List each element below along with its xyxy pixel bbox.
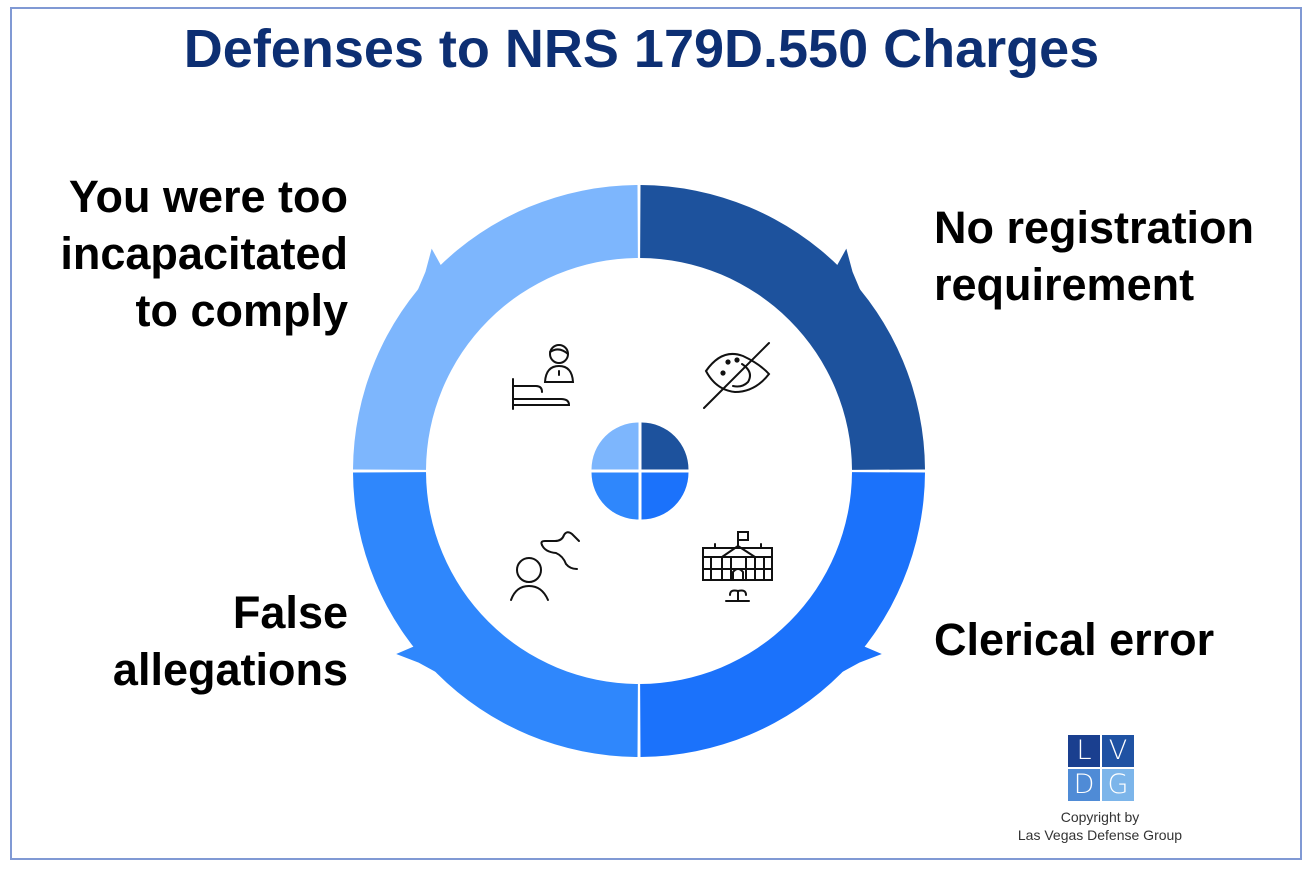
patient-bed-icon xyxy=(512,344,575,410)
defense-ring xyxy=(353,185,925,757)
label-line: You were too xyxy=(68,171,348,222)
label-line: requirement xyxy=(934,259,1195,310)
label-line: No registration xyxy=(934,202,1255,253)
arrow-barb-icon xyxy=(415,248,442,297)
defense-label-incapacitated: You were too incapacitated to comply xyxy=(60,168,348,339)
page-title: Defenses to NRS 179D.550 Charges xyxy=(183,19,1100,79)
copyright-line: Copyright by xyxy=(1060,809,1140,825)
hub-slice-bottom-right xyxy=(641,472,689,520)
logo-cell-d: D xyxy=(1068,769,1100,801)
label-line: allegations xyxy=(112,644,348,695)
person-speech-icon xyxy=(510,531,580,601)
logo-cell-v: V xyxy=(1102,735,1134,767)
hub-slice-top-right xyxy=(641,422,689,470)
defense-label-false-allegations: False allegations xyxy=(113,584,348,698)
slide-frame xyxy=(10,7,1302,860)
hub-slice-top-left xyxy=(591,422,639,470)
center-hub xyxy=(591,422,689,520)
eye-slash-icon xyxy=(703,342,771,409)
arrow-barb-icon xyxy=(396,645,442,676)
ring-segment-bottom-left xyxy=(353,472,638,757)
defense-label-no-registration: No registration requirement xyxy=(934,199,1254,313)
arrow-barb-icon xyxy=(836,645,882,676)
arrow-barb-icon xyxy=(836,248,863,297)
ring-segment-bottom-right xyxy=(640,472,925,757)
logo-cell-l: L xyxy=(1068,735,1100,767)
hub-slice-bottom-left xyxy=(591,472,639,520)
ring-segment-top-left xyxy=(353,185,638,470)
lvdg-logo: L V D G xyxy=(1068,735,1135,802)
defense-label-clerical-error: Clerical error xyxy=(934,611,1214,668)
label-line: to comply xyxy=(135,285,348,336)
copyright-company: Las Vegas Defense Group xyxy=(1017,827,1183,843)
label-line: Clerical error xyxy=(934,614,1215,665)
label-line: False xyxy=(232,587,348,638)
logo-cell-g: G xyxy=(1102,769,1134,801)
label-line: incapacitated xyxy=(60,228,348,279)
government-building-icon xyxy=(702,531,773,602)
ring-segment-top-right xyxy=(640,185,925,470)
copyright-notice: Copyright by Las Vegas Defense Group xyxy=(1000,808,1200,844)
